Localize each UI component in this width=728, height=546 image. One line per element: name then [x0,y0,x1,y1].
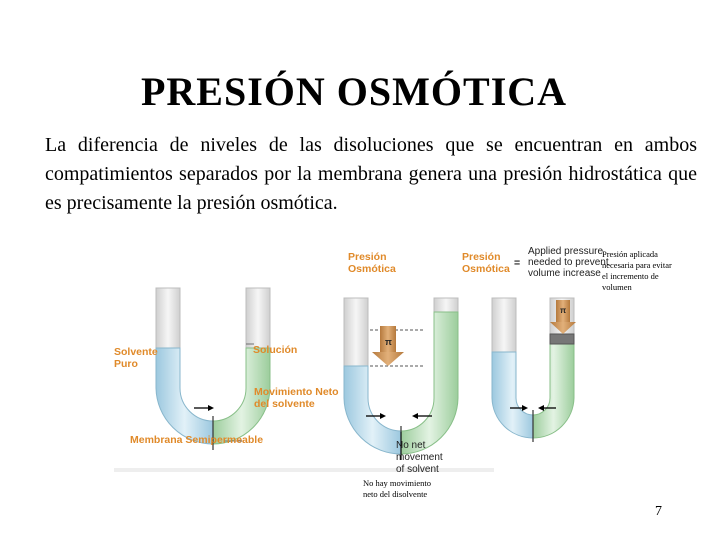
no-movement-es-line2: neto del disolvente [363,489,428,499]
u-tube-2 [343,297,459,460]
no-net-line2: movement [396,452,443,463]
u-tube-3 [491,297,576,442]
applied-es-line1: Presión aplicada [602,249,658,259]
solution-label: Solución [253,344,298,356]
u-tubes-illustration [114,287,576,472]
pi-symbol-2: π [385,337,392,347]
osmosis-figure: Solvente Puro Solución Movimiento Neto d… [114,236,612,504]
applied-line2: needed to prevent [528,257,609,268]
solvent-label: Solvente Puro [114,346,158,370]
net-movement-line1: Movimiento Neto [254,386,339,398]
no-net-line3: of solvent [396,464,439,475]
applied-line3: volume increase [528,268,601,279]
applied-es-line3: el incremento de [602,271,659,281]
applied-pressure-label: Applied pressure needed to prevent volum… [528,246,609,279]
membrane-label: Membrana Semipermeable [130,434,264,446]
osmotic-pressure-3-line2: Osmótica [462,263,510,275]
u-tube-1 [155,287,271,450]
base-strip [114,468,494,472]
equals-sign: = [514,257,521,269]
osmotic-pressure-label-2: Presión Osmótica [348,251,396,275]
no-movement-note-es: No hay movimiento neto del disolvente [363,478,431,500]
page-number: 7 [655,504,662,519]
osmotic-pressure-2-line2: Osmótica [348,263,396,275]
net-movement-line2: del solvente [254,398,315,410]
solvent-label-line2: Puro [114,358,138,370]
osmotic-pressure-3-line1: Presión [462,251,501,263]
osmotic-pressure-2-line1: Presión [348,251,387,263]
no-movement-es-line1: No hay movimiento [363,478,431,488]
applied-es-line4: volumen [602,282,632,292]
slide-title: PRESIÓN OSMÓTICA [140,69,568,114]
applied-pressure-note-es: Presión aplicada necesaria para evitar e… [602,249,672,293]
no-net-movement-label: No net movement of solvent [396,440,443,476]
osmotic-pressure-label-3: Presión Osmótica [462,251,510,275]
applied-line1: Applied pressure [528,246,604,257]
no-net-line1: No net [396,440,426,451]
solvent-label-line1: Solvente [114,346,158,358]
pi-symbol-3: π [560,306,567,315]
slide-paragraph: La diferencia de niveles de las disoluci… [45,134,697,214]
applied-es-line2: necesaria para evitar [602,260,672,270]
net-movement-label: Movimiento Neto del solvente [254,386,339,410]
